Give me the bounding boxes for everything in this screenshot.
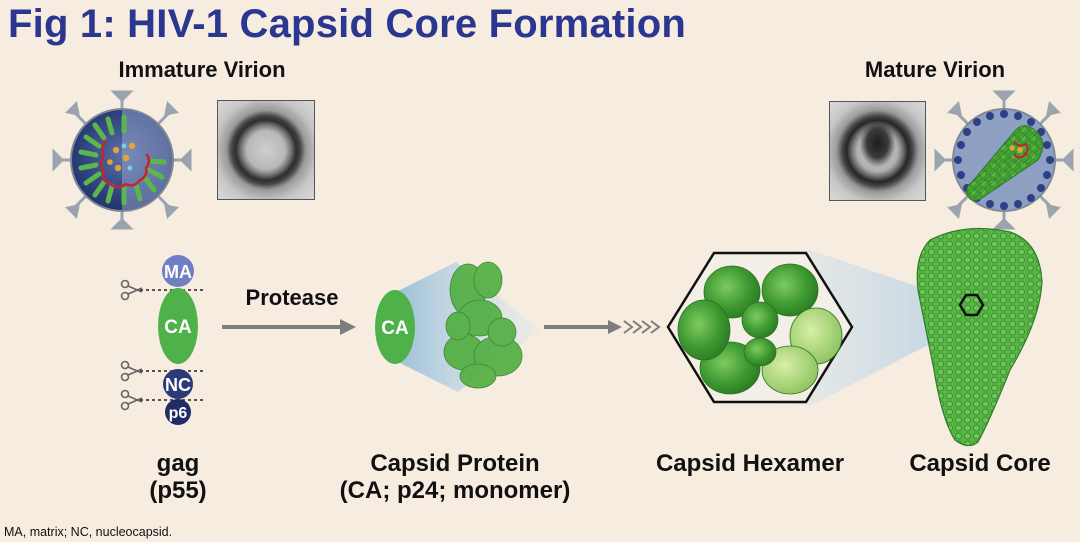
capsid-hexamer-diagram [666,251,854,404]
hexamer-marker [958,293,985,317]
capsid-protein-label: Capsid Protein (CA; p24; monomer) [310,450,600,504]
capsid-hexamer-label: Capsid Hexamer [655,450,845,477]
mature-virion-diagram [934,90,1074,230]
gag-nc-domain [163,369,193,399]
protease-label: Protease [246,285,339,310]
gag-ma-domain [162,255,194,287]
capsid-protein-diagram: CA [375,261,540,392]
scissors-icon [120,389,143,411]
gag-label: gag (p55) [128,450,228,504]
figure-title: Fig 1: HIV-1 Capsid Core Formation [8,2,686,46]
gag-p6-label: p6 [169,405,188,422]
capsid-protein-label-line2: (CA; p24; monomer) [339,477,571,504]
capsid-core-label: Capsid Core [909,450,1051,477]
immature-virion-diagram [52,90,192,230]
gag-label-line1: gag [156,450,200,477]
gag-nc-label: NC [165,375,191,395]
mature-virion-label: Mature Virion [864,57,1006,82]
scissors-icon [120,360,143,382]
capsid-protein-label-line1: Capsid Protein [370,450,540,477]
gag-ca-domain [158,288,198,364]
immature-virion-label: Immature Virion [118,57,286,82]
gag-polyprotein: MA CA NC p6 [140,255,205,425]
scissors-icon [120,279,143,301]
gag-ma-label: MA [164,262,192,282]
assembly-arrow [544,320,661,334]
protease-arrow [222,319,356,335]
capsid-ca-label: CA [381,318,409,339]
gag-label-line2: (p55) [149,477,207,504]
mature-virion-micrograph [829,101,926,201]
gag-p6-domain [165,399,191,425]
footnote: MA, matrix; NC, nucleocapsid. [4,525,173,539]
gag-ca-label: CA [164,317,192,338]
capsid-core-diagram [916,227,1043,447]
immature-virion-micrograph [217,100,315,200]
